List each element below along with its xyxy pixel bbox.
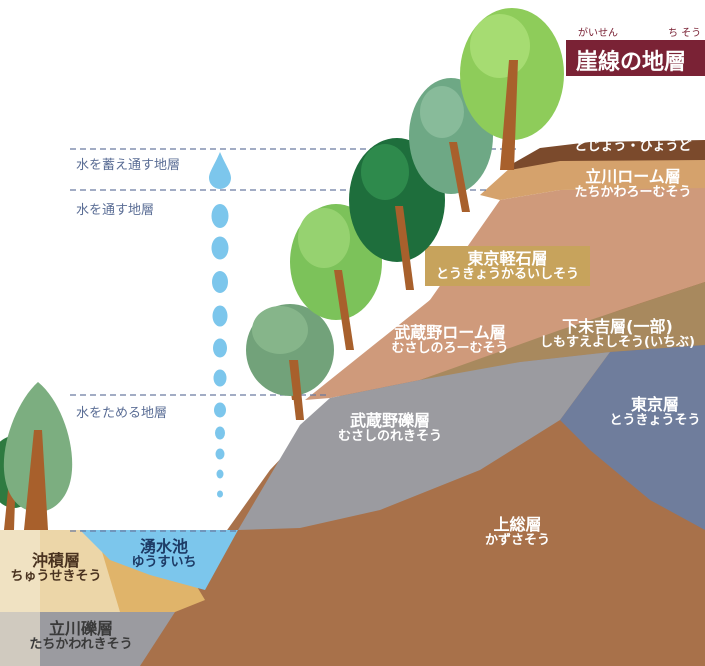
water-drop-icon — [213, 369, 227, 387]
layer-reading: たちかわれきそう — [29, 636, 133, 652]
layer-reading: たちかわろーむそう — [574, 184, 692, 200]
water-drop-icon — [212, 271, 228, 293]
label-musashino-loam: 武蔵野ローム層 むさしのろーむそう — [380, 324, 520, 356]
title-banner — [566, 40, 705, 76]
label-tokyo-pumice: 東京軽石層 とうきょうかるいしそう — [425, 250, 590, 282]
title-ruby-right: ち そう — [668, 28, 702, 39]
tokyo-layer-shape — [560, 345, 705, 530]
layer-name: 湧水池 — [139, 537, 188, 556]
label-topsoil: 土壌・表土 どじょう・ひょうど — [560, 122, 705, 154]
tree-icon — [460, 8, 564, 170]
title-ruby-left: がいせん — [578, 28, 618, 39]
label-tokyo: 東京層 とうきょうそう — [605, 396, 705, 428]
water-drop-icon — [213, 338, 227, 358]
layer-name: 立川ローム層 — [585, 167, 681, 186]
layer-name: 東京軽石層 — [467, 249, 548, 268]
layer-reading: かずさそう — [484, 532, 550, 548]
layer-reading: むさしのれきそう — [337, 428, 442, 444]
tree-icon — [3, 382, 73, 530]
layer-reading: むさしのろーむそう — [391, 340, 509, 356]
label-tachikawa-gravel: 立川礫層 たちかわれきそう — [12, 620, 150, 652]
tokyo-pumice-band — [425, 246, 590, 286]
water-drop-icon — [211, 236, 229, 260]
label-musashino-gravel: 武蔵野礫層 むさしのれきそう — [325, 412, 455, 444]
spring-pond-shape — [80, 530, 238, 590]
layer-name: 立川礫層 — [48, 619, 113, 638]
page-title: 崖線の地層 — [576, 50, 687, 75]
tachikawa-loam-layer-shape — [480, 158, 705, 200]
layer-name: 沖積層 — [31, 551, 80, 570]
layer-name: 下末吉層(一部) — [562, 317, 673, 336]
water-zone-pass-label: 水を通す地層 — [76, 203, 155, 218]
water-drop-icon — [214, 402, 226, 418]
tree-icon — [246, 304, 334, 420]
water-drop-icon — [209, 152, 231, 189]
label-tachikawa-loam: 立川ローム層 たちかわろーむそう — [560, 168, 705, 200]
water-drop-icon — [215, 426, 225, 440]
water-drop-icon — [215, 448, 225, 460]
layer-name: 上総層 — [493, 515, 542, 534]
layer-name: 武蔵野礫層 — [349, 411, 430, 430]
topsoil-layer-shape — [505, 140, 705, 170]
water-drop-icon — [211, 204, 229, 228]
water-drop-icon — [217, 490, 223, 498]
tachikawa-gravel-layer-shape — [0, 612, 175, 666]
layer-name: 東京層 — [630, 395, 679, 414]
layer-name: 武蔵野ローム層 — [394, 323, 506, 342]
water-drop-icon — [212, 305, 228, 327]
water-zone-store-label: 水をためる地層 — [76, 406, 168, 421]
lowland-fade — [0, 530, 40, 666]
layer-reading: とうきょうそう — [609, 412, 701, 428]
layer-reading: ちゅうせきそう — [10, 568, 102, 584]
water-drops — [209, 152, 231, 498]
musashino-loam-layer-shape — [305, 186, 705, 400]
label-kazusa: 上総層 かずさそう — [470, 516, 565, 548]
label-spring-pond: 湧水池 ゆうすいち — [118, 538, 210, 570]
layer-reading: ゆうすいち — [131, 554, 197, 570]
layer-name: 土壌・表土 — [592, 121, 673, 140]
layer-reading: どじょう・ひょうど — [574, 138, 692, 154]
layer-reading: とうきょうかるいしそう — [435, 266, 579, 282]
label-shimosueyoshi: 下末吉層(一部) しもすえよしそう(いちぶ) — [530, 318, 705, 350]
water-zone-store-pass-label: 水を蓄え通す地層 — [76, 158, 181, 173]
musashino-gravel-layer-shape — [238, 352, 610, 530]
water-drop-icon — [216, 469, 224, 479]
shimosueyoshi-layer-shape — [420, 282, 705, 380]
label-alluvium: 沖積層 ちゅうせきそう — [0, 552, 112, 584]
layer-reading: しもすえよしそう(いちぶ) — [540, 334, 695, 350]
